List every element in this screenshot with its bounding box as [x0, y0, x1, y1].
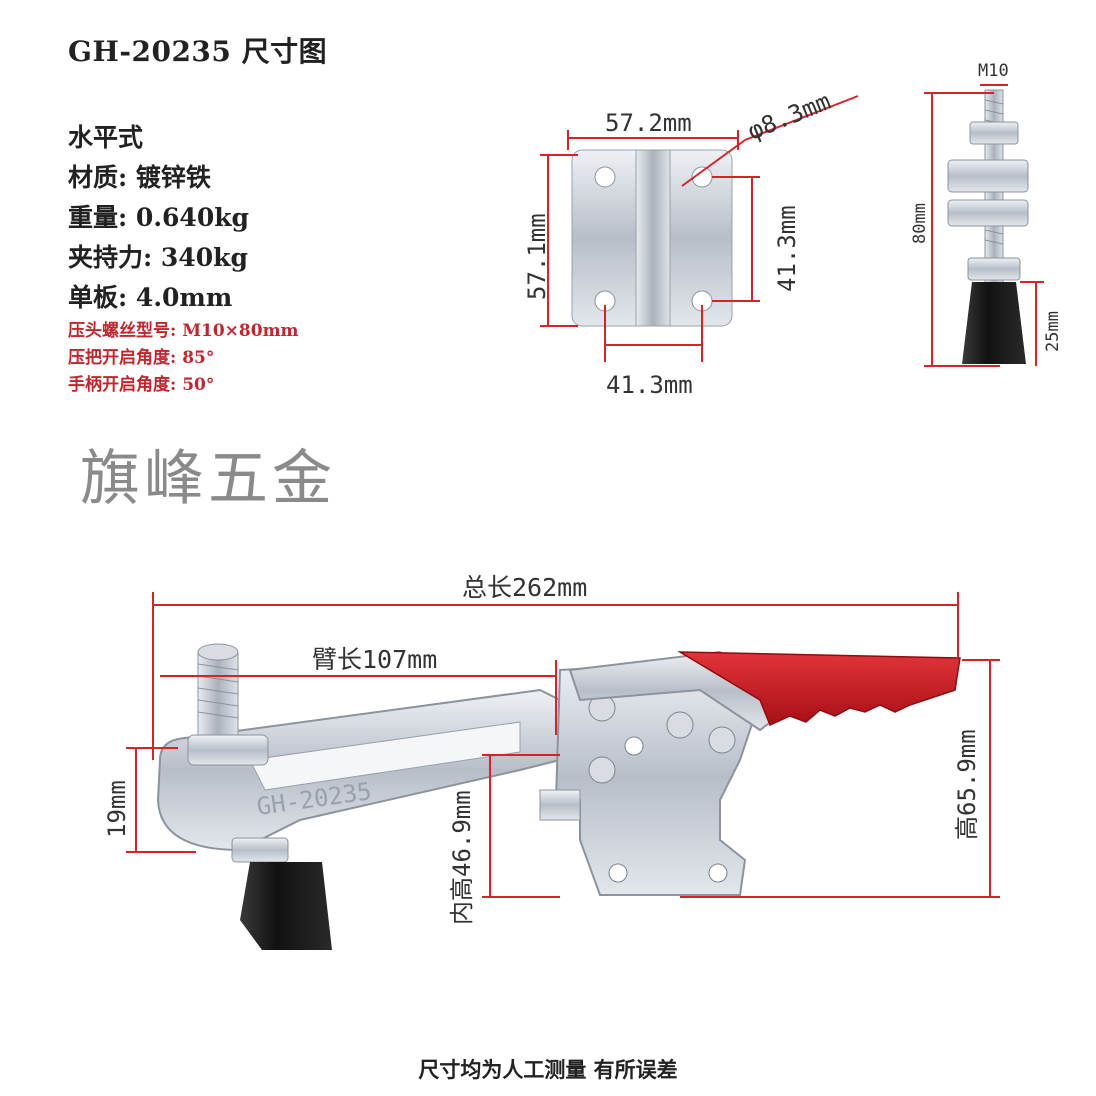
clamp-body	[156, 643, 961, 950]
bolt-assembly	[947, 89, 1029, 364]
brand-watermark: 旗峰五金	[80, 444, 336, 514]
spec-plate: 单板: 4.0mm	[68, 283, 233, 312]
page-title: GH-20235 尺寸图	[68, 35, 328, 68]
spec-force: 夹持力: 340kg	[68, 243, 248, 272]
bolt-thread-label: M10	[978, 61, 1009, 81]
plate-dimension-lines	[540, 95, 859, 362]
spec-material: 材质: 镀锌铁	[68, 163, 211, 192]
clamp-total-height: 高65.9mm	[953, 729, 981, 840]
clamp-dimension-lines	[126, 592, 1000, 898]
bolt-tip-label: 25mm	[1043, 311, 1063, 352]
bolt-dimension-lines	[924, 84, 1044, 367]
spec-list: 水平式 材质: 镀锌铁 重量: 0.640kg 夹持力: 340kg 单板: 4…	[68, 118, 299, 399]
plate-width-bottom: 41.3mm	[606, 371, 693, 399]
plate-height-right: 41.3mm	[773, 205, 801, 292]
measurement-note: 尺寸均为人工测量 有所误差	[418, 1057, 678, 1082]
spec-lever-angle: 压把开启角度: 85°	[68, 348, 215, 368]
clamp-total-length: 总长262mm	[462, 573, 587, 602]
base-plate	[571, 149, 733, 327]
clamp-inner-height: 内高46.9mm	[448, 790, 476, 925]
clamp-left-height: 19mm	[103, 780, 131, 838]
plate-width-top: 57.2mm	[605, 109, 692, 137]
plate-hole-diameter: φ8.3mm	[744, 87, 835, 145]
spec-screw-model: 压头螺丝型号: M10×80mm	[68, 321, 299, 341]
spec-type: 水平式	[68, 123, 144, 152]
spec-handle-angle: 手柄开启角度: 50°	[68, 375, 215, 395]
spec-weight: 重量: 0.640kg	[68, 203, 250, 232]
plate-height-left: 57.1mm	[523, 213, 551, 300]
bolt-length-label: 80mm	[910, 203, 930, 244]
clamp-arm-length: 臂长107mm	[312, 645, 437, 674]
